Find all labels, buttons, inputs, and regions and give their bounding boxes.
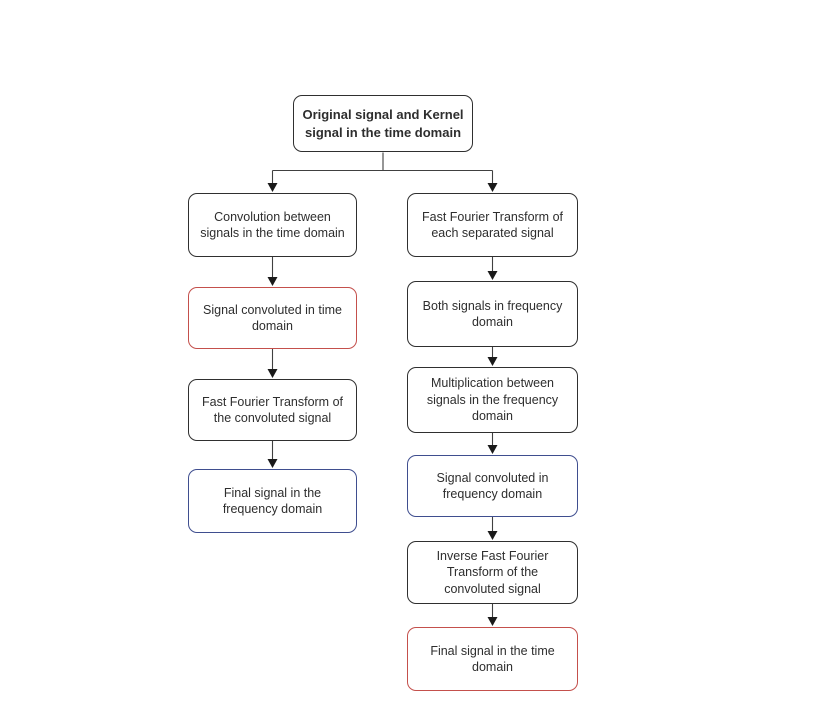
arrowhead — [487, 357, 498, 366]
arrowhead — [487, 271, 498, 280]
arrowhead — [487, 531, 498, 540]
node-fft-of-convoluted-signal: Fast Fourier Transform of the convoluted… — [188, 379, 357, 441]
node-inverse-fft-convoluted-signal: Inverse Fast Fourier Transform of the co… — [407, 541, 578, 604]
arrowhead — [267, 183, 278, 192]
node-final-signal-frequency-domain: Final signal in the frequency domain — [188, 469, 357, 533]
node-convolution-time-domain: Convolution between signals in the time … — [188, 193, 357, 257]
node-multiplication-frequency-domain: Multiplication between signals in the fr… — [407, 367, 578, 433]
arrowhead — [487, 617, 498, 626]
arrowhead — [267, 277, 278, 286]
arrowhead — [487, 183, 498, 192]
node-signal-convoluted-frequency: Signal convoluted in frequency domain — [407, 455, 578, 517]
node-both-signals-frequency-domain: Both signals in frequency domain — [407, 281, 578, 347]
node-final-signal-time-domain: Final signal in the time domain — [407, 627, 578, 691]
arrowhead — [267, 459, 278, 468]
node-fft-each-separated-signal: Fast Fourier Transform of each separated… — [407, 193, 578, 257]
arrowhead — [267, 369, 278, 378]
node-original-and-kernel-signal: Original signal and Kernel signal in the… — [293, 95, 473, 152]
node-signal-convoluted-time: Signal convoluted in time domain — [188, 287, 357, 349]
arrowhead — [487, 445, 498, 454]
